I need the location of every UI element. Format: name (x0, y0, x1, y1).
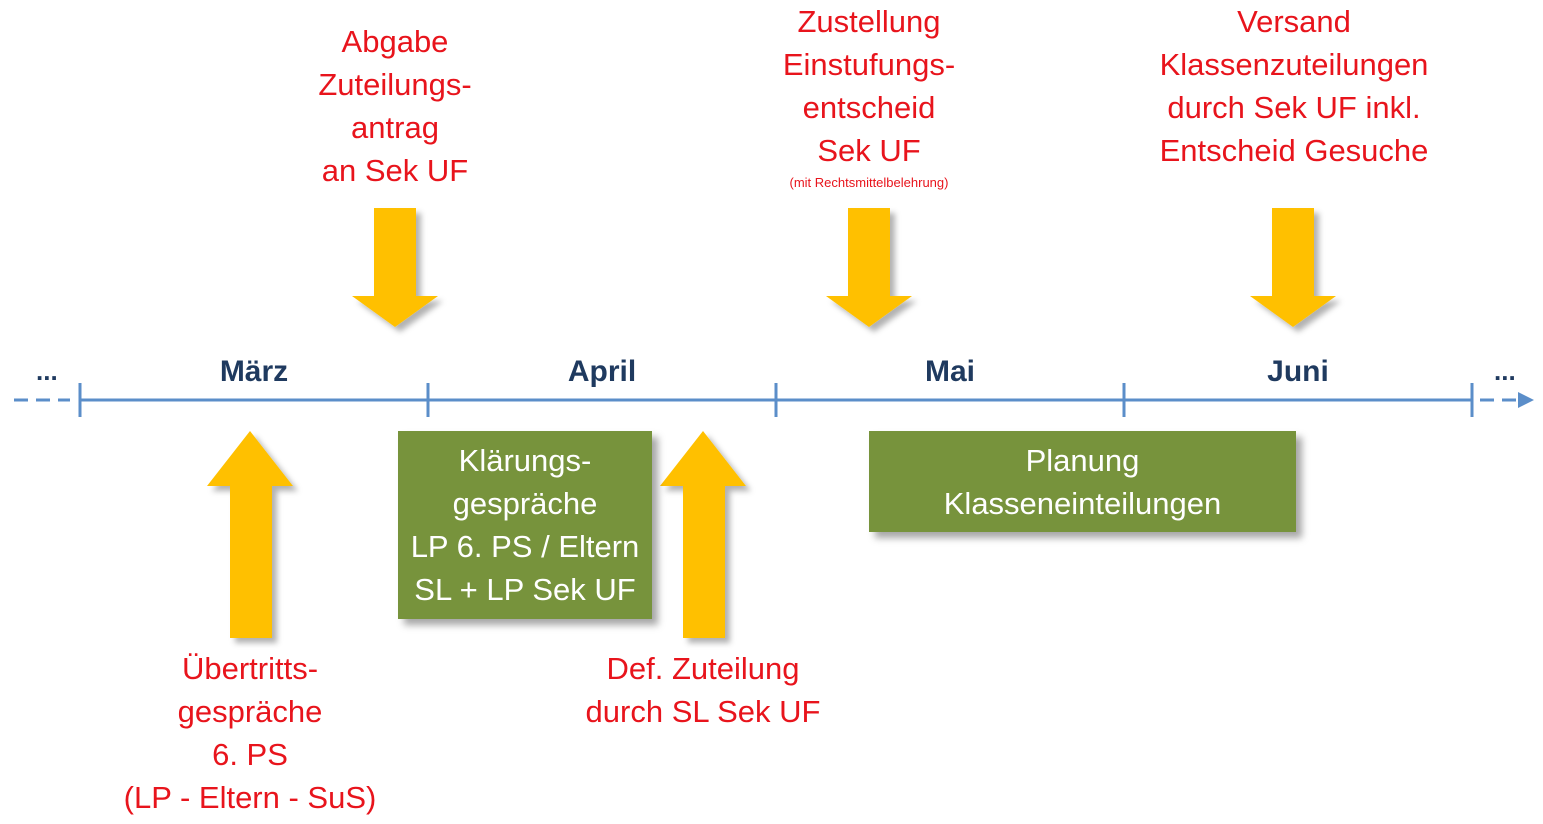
event-abgabe-zuteilungsantrag: Abgabe Zuteilungs- antrag an Sek UF (318, 24, 472, 188)
legal-notice-note: (mit Rechtsmittelbelehrung) (789, 175, 949, 190)
event-def-zuteilung: Def. Zuteilung durch SL Sek UF (585, 651, 821, 729)
box-planung-klasseneinteilungen: Planung Klasseneinteilungen (869, 431, 1296, 532)
month-label-maerz: März (219, 355, 289, 388)
month-label-mai: Mai (924, 355, 975, 388)
down-arrow-icon (1250, 208, 1336, 327)
month-label-juni: Juni (1267, 355, 1329, 388)
down-arrow-icon (826, 208, 912, 327)
month-label-april: April (567, 355, 637, 388)
event-uebertrittsgespraeche: Übertritts- gespräche 6. PS (LP - Eltern… (123, 651, 377, 815)
event-zustellung-einstufungsentscheid: Zustellung Einstufungs- entscheid Sek UF… (719, 0, 1019, 194)
box-klaerungsgespraeche: Klärungs- gespräche LP 6. PS / Eltern SL… (398, 431, 652, 619)
up-arrow-icon (660, 431, 746, 638)
timeline-ellipsis-left: ... (36, 356, 58, 386)
timeline-arrowhead (1518, 392, 1534, 408)
up-arrow-icon (207, 431, 293, 638)
event-versand-klassenzuteilungen: Versand Klassenzuteilungen durch Sek UF … (1159, 4, 1429, 168)
down-arrow-icon (352, 208, 438, 327)
timeline-ellipsis-right: ... (1494, 356, 1516, 386)
